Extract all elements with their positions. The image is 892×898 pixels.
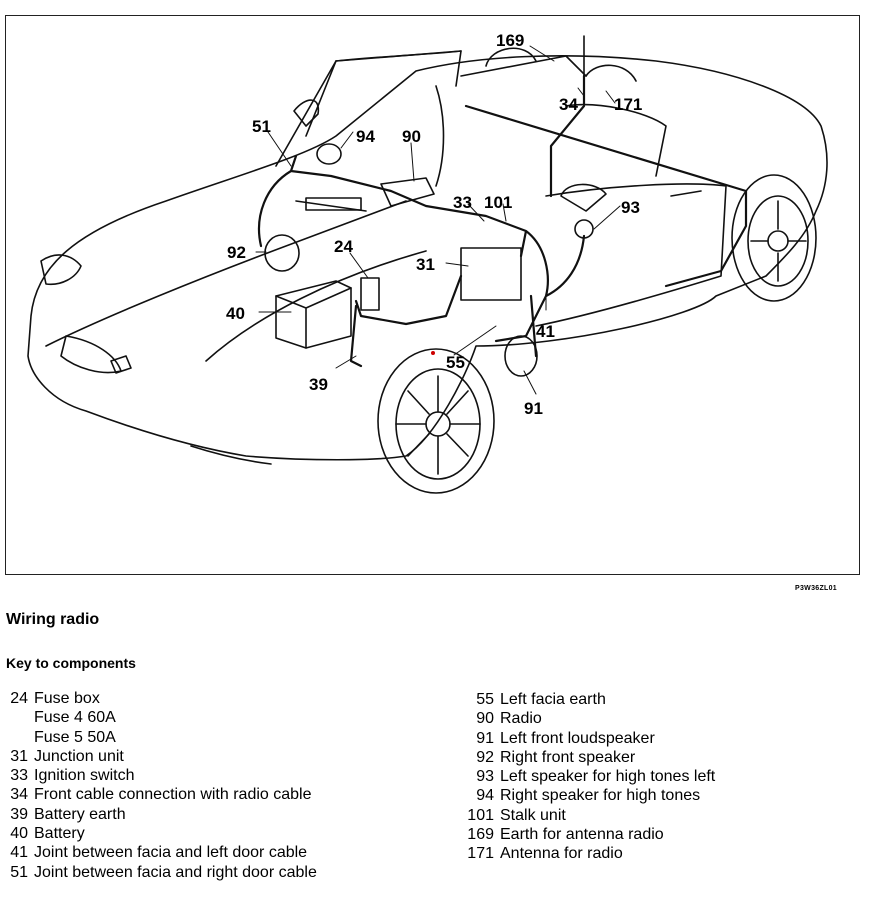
key-right-column: 55 Left facia earth 90 Radio 91 Left front lo… [466,690,715,864]
callout-34: 34 [559,95,578,114]
diagram-title: Wiring radio [6,611,100,628]
key-item-number: 51 [10,863,28,881]
key-item-number: 34 [10,786,28,804]
key-item-number: 93 [476,768,494,786]
key-item-number: 90 [476,710,494,728]
key-item-label: Fuse box [34,690,100,707]
key-item-number [0,708,34,727]
key-item-label: Junction unit [34,747,124,765]
callout-33: 33 [453,193,472,212]
key-item-label: Joint between facia and left door cable [34,844,308,862]
key-item-label: Ignition switch [34,767,135,785]
callout-101: 101 [484,193,512,212]
key-item-label: Battery [34,825,85,843]
wiring-diagram-frame: 169 34 171 51 94 90 33 101 93 92 24 31 40 41 55 39 91 [5,15,860,575]
car-body-outline [27,55,828,461]
key-item: Fuse 4 60A [0,708,317,727]
key-item-label: Left front loudspeaker [500,729,655,747]
key-item: 40 Battery [0,824,317,843]
car-wiring-illustration: 169 34 171 51 94 90 33 101 93 92 24 31 40 41 55 39 91 [27,31,828,494]
key-item-number: 24 [10,690,28,707]
callout-94: 94 [356,127,375,146]
key-item: 39 Battery earth [0,805,317,824]
callout-51: 51 [252,117,271,136]
key-item-number: 169 [467,826,494,844]
key-item-label: Left facia earth [500,691,606,708]
callout-39: 39 [309,375,328,394]
key-item-label: Radio [500,710,542,728]
callout-41: 41 [536,322,555,341]
key-item-number: 33 [10,767,28,785]
key-item-label: Earth for antenna radio [500,826,664,844]
key-item: 91 Left front loudspeaker [466,729,715,748]
key-item-label: Left speaker for high tones left [500,768,716,786]
callout-55: 55 [446,353,465,372]
key-item-label: Right speaker for high tones [500,787,701,805]
callout-40: 40 [226,304,245,323]
callout-93: 93 [621,198,640,217]
key-item: 169 Earth for antenna radio [466,825,715,844]
key-item: 34 Front cable connection with radio cabl… [0,785,317,804]
key-item-number: 92 [476,748,494,766]
key-item: 171 Antenna for radio [466,844,715,863]
key-item-number: 39 [10,805,28,823]
callout-171: 171 [614,95,642,114]
key-item: 92 Right front speaker [466,748,715,767]
key-item-label: Stalk unit [500,806,566,824]
key-item: 101 Stalk unit [466,806,715,825]
callout-169: 169 [496,31,524,50]
key-item-number [0,728,34,747]
callout-labels: 169 34 171 51 94 90 33 101 93 92 24 31 40 41 55 39 91 [226,31,642,418]
callout-91: 91 [524,399,543,418]
key-item: 33 Ignition switch [0,766,317,785]
key-item-label: Battery earth [34,805,126,823]
key-item-label: Fuse 4 60A [34,709,116,727]
key-item-number: 94 [476,787,494,805]
key-item: 31 Junction unit [0,747,317,766]
key-item-number: 40 [10,825,28,843]
key-item-label: Front cable connection with radio cable [34,786,312,804]
key-item-number: 171 [467,845,494,863]
key-heading: Key to components [6,655,136,671]
key-item: Fuse 5 50A [0,728,317,747]
callout-90: 90 [402,127,421,146]
key-item-number: 55 [476,691,494,708]
key-item: 94 Right speaker for high tones [466,786,715,805]
key-item-number: 41 [10,844,28,862]
wiring-harness [257,74,748,368]
key-item-number: 31 [10,747,28,765]
callout-24: 24 [334,237,353,256]
key-item: 90 Radio [466,709,715,728]
key-item-label: Antenna for radio [500,845,623,863]
key-item-label: Right front speaker [500,748,636,766]
key-item: 24 Fuse box [0,689,317,708]
callout-92: 92 [227,243,246,262]
key-item: 55 Left facia earth [466,690,715,709]
figure-reference-code: P3W36ZL01 [795,585,837,592]
key-item-number: 91 [476,729,494,747]
key-item: 51 Joint between facia and right door cab… [0,863,317,882]
battery-shape [275,280,352,349]
key-item: 41 Joint between facia and left door cabl… [0,843,317,862]
callout-31: 31 [416,255,435,274]
key-item-label: Joint between facia and right door cable [34,863,317,881]
key-item-label: Fuse 5 50A [34,728,116,746]
key-item: 93 Left speaker for high tones left [466,767,715,786]
key-item-number: 101 [467,806,494,824]
